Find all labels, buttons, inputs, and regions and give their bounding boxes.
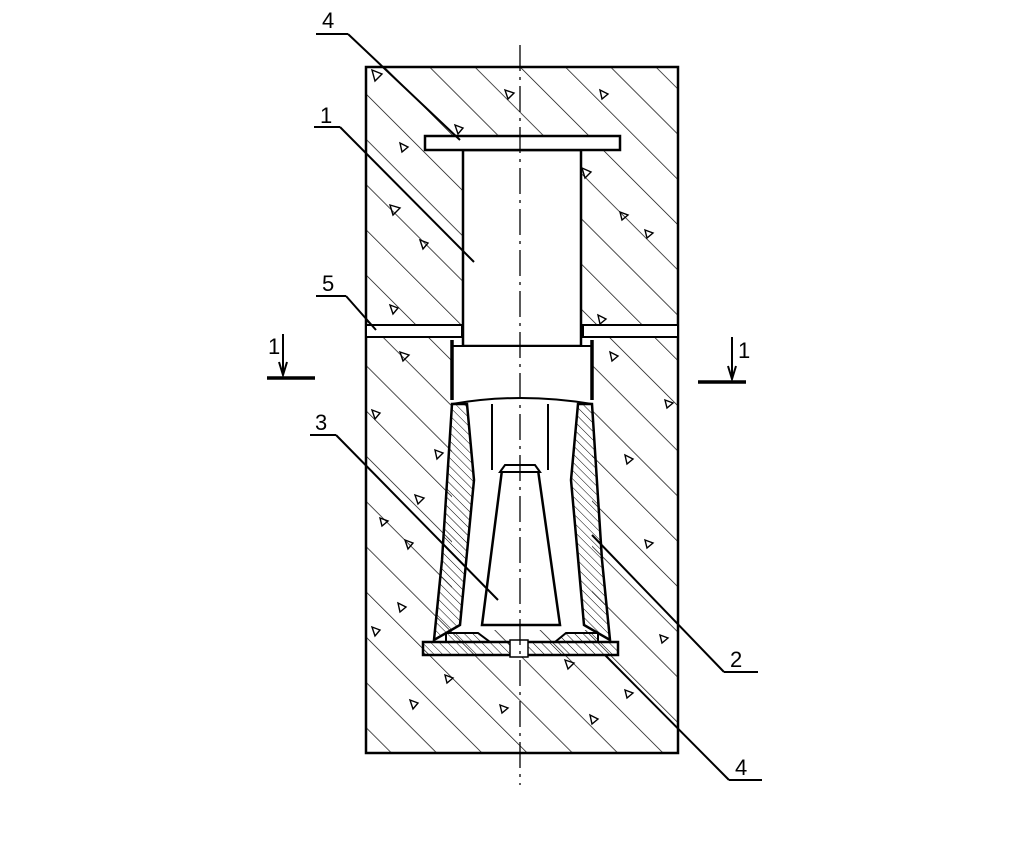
label-5: 5 xyxy=(322,271,334,296)
label-3: 3 xyxy=(315,410,327,435)
label-4-top: 4 xyxy=(322,8,334,33)
section-label-right: 1 xyxy=(738,338,750,363)
section-label-left: 1 xyxy=(268,334,280,359)
section-marker-left: 1 xyxy=(267,334,315,380)
callout-4-bottom: 4 xyxy=(604,654,762,781)
label-2: 2 xyxy=(730,647,742,672)
label-1: 1 xyxy=(320,103,332,128)
top-flange-plate xyxy=(423,134,622,152)
bottom-base-plate xyxy=(421,632,620,658)
callout-3: 3 xyxy=(310,410,499,601)
callout-5: 5 xyxy=(316,271,377,331)
callout-1: 1 xyxy=(314,103,475,263)
separator-plate xyxy=(365,324,679,338)
callout-2: 2 xyxy=(591,534,758,673)
label-4-bottom: 4 xyxy=(735,755,747,780)
callout-4-top: 4 xyxy=(316,8,461,141)
top-cylinder xyxy=(461,148,583,348)
aggregate-marks xyxy=(370,68,675,726)
tapered-sleeve xyxy=(432,402,612,643)
section-marker-right: 1 xyxy=(698,337,750,384)
